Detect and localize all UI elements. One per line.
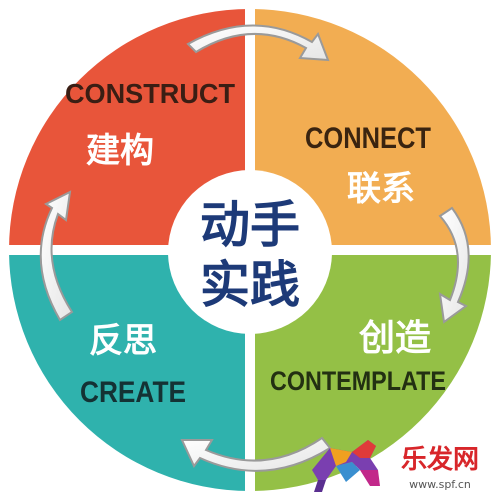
watermark-url: www.spf.cn xyxy=(409,478,471,491)
label-connect-en: CONNECT xyxy=(305,122,431,155)
cycle-arrow-icon xyxy=(438,206,470,324)
label-contemplate-zh: 创造 xyxy=(359,318,431,359)
label-create-en: CREATE xyxy=(80,376,186,409)
center-title-line2: 实践 xyxy=(200,256,300,314)
label-connect-zh: 联系 xyxy=(347,169,415,209)
label-create-zh: 反思 xyxy=(89,321,157,361)
center-circle xyxy=(168,170,332,334)
center-title-line1: 动手 xyxy=(200,196,300,254)
horse-logo-icon xyxy=(312,440,380,492)
cycle-arrow-left-icon xyxy=(39,190,74,322)
cycle-arrow-icon xyxy=(186,24,330,62)
watermark: 乐发网 www.spf.cn xyxy=(312,440,479,492)
cycle-arrow-icon xyxy=(39,190,74,322)
label-contemplate-en: CONTEMPLATE xyxy=(270,366,446,396)
cycle-arrow-icon xyxy=(180,436,332,472)
cycle-arrow-bottom-icon xyxy=(180,436,332,472)
watermark-brand: 乐发网 xyxy=(401,444,479,475)
cycle-arrow-top-icon xyxy=(186,24,330,62)
cycle-arrow-right-icon xyxy=(438,206,470,324)
label-construct-en: CONSTRUCT xyxy=(65,78,235,109)
label-construct-zh: 建构 xyxy=(86,131,154,171)
